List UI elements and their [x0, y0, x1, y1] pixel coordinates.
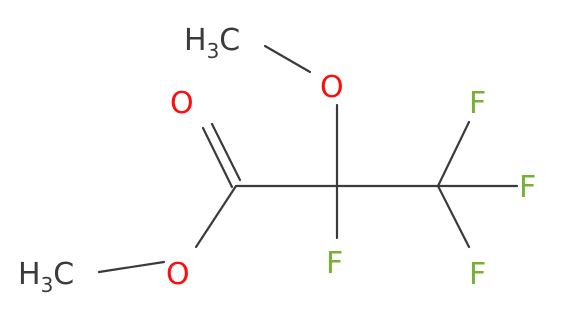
- bond-cf3-f-bottom: [436, 184, 471, 249]
- bond-cf3-f-top: [436, 120, 471, 188]
- bond-ester-o-methyl: [97, 260, 166, 274]
- atom-fluorine-alpha: F: [326, 246, 343, 281]
- atom-methoxy-methyl-h: H: [184, 23, 207, 58]
- bond-methyl-methoxy-o: [263, 44, 312, 74]
- atom-fluorine-top: F: [469, 86, 486, 121]
- atom-fluorine-right: F: [519, 170, 536, 205]
- bond-carbonyl-double-1: [201, 126, 234, 189]
- atom-fluorine-bottom: F: [469, 257, 486, 292]
- atom-ester-methyl-h: H: [18, 257, 41, 292]
- bond-carbonyl-c-ester-o: [194, 184, 238, 249]
- bond-carbonyl-double-2: [210, 122, 242, 182]
- atom-methoxy-methyl-subscript: 3: [207, 39, 220, 63]
- atom-ester-oxygen: O: [166, 257, 190, 292]
- atom-ester-methyl-c: C: [53, 257, 74, 292]
- atom-methoxy-methyl: H3C: [184, 23, 240, 63]
- atom-methoxy-oxygen: O: [320, 70, 344, 105]
- atom-ester-methyl: H3C: [18, 257, 74, 297]
- bond-layer: [97, 44, 519, 274]
- atom-ester-methyl-subscript: 3: [41, 273, 54, 297]
- atom-methoxy-methyl-c: C: [219, 23, 240, 58]
- atom-carbonyl-oxygen: O: [170, 86, 194, 121]
